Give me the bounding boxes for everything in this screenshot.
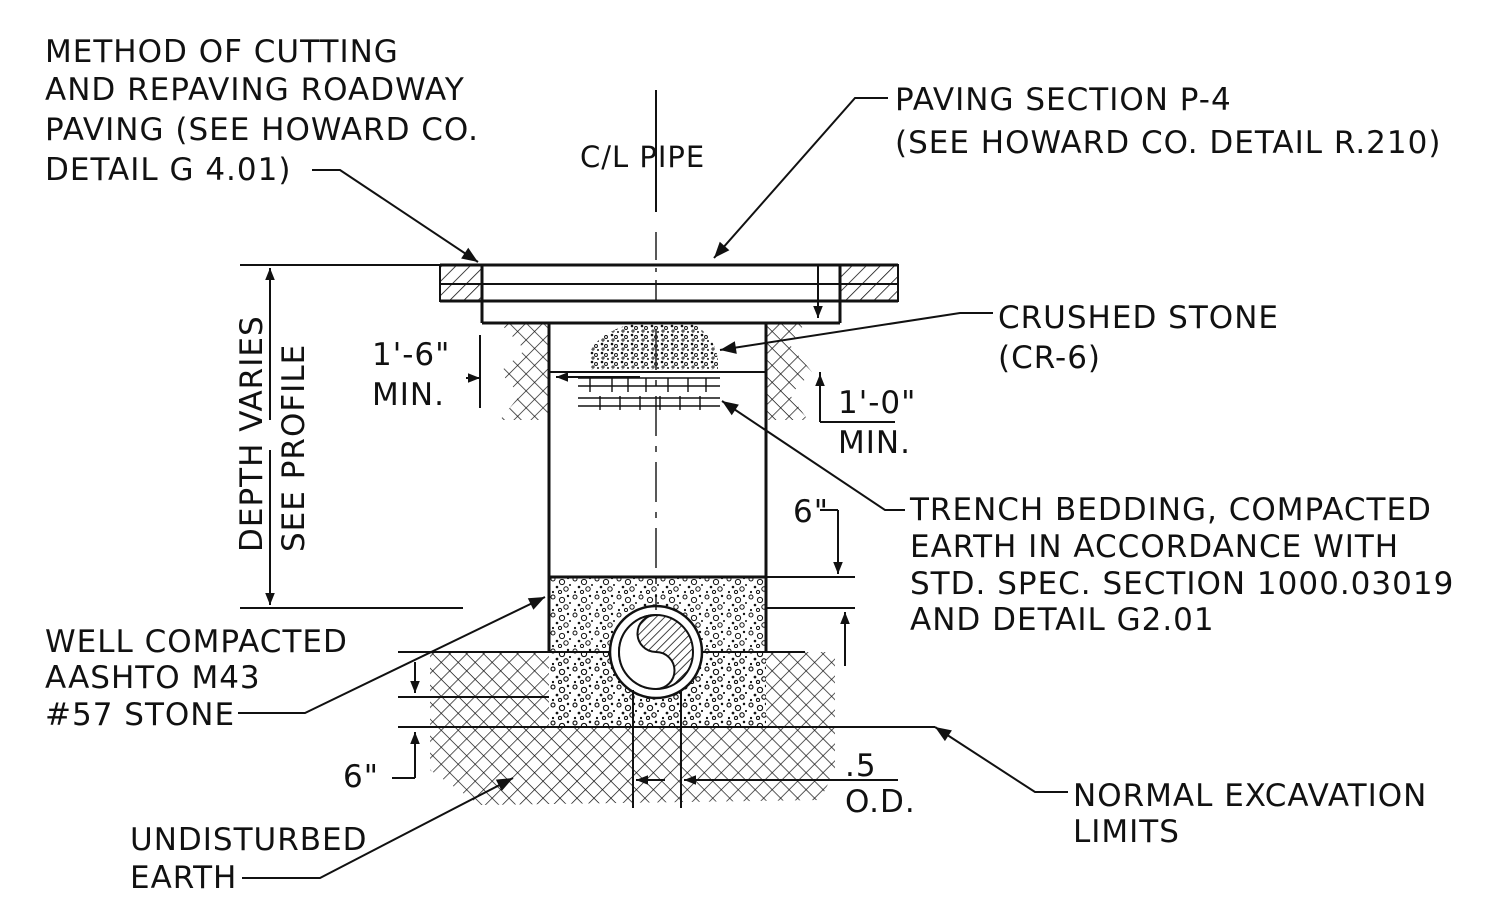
label-six-inch-bottom: 6" <box>343 759 379 795</box>
label-min-18-min: MIN. <box>372 377 445 413</box>
trench-bedding-band <box>549 371 895 423</box>
label-undisturbed-line-2: EARTH <box>130 860 237 896</box>
label-normal-line-1: NORMAL EXCAVATION <box>1073 778 1427 814</box>
label-cutting-line-3: PAVING (SEE HOWARD CO. <box>45 112 479 148</box>
label-bedding-line-1: TRENCH BEDDING, COMPACTED <box>909 492 1432 528</box>
label-undisturbed-line-1: UNDISTURBED <box>130 822 367 858</box>
crushed-stone-zone <box>590 322 718 370</box>
label-stone-line-2: (CR-6) <box>998 340 1101 376</box>
label-min-10-min: MIN. <box>838 425 911 461</box>
pipe <box>608 604 704 700</box>
label-centerline: C/L PIPE <box>580 140 705 174</box>
label-cutting-line-2: AND REPAVING ROADWAY <box>45 72 465 108</box>
label-od-denominator: O.D. <box>845 784 916 820</box>
six-inch-dims <box>392 509 850 779</box>
label-cutting-line-1: METHOD OF CUTTING <box>45 34 399 70</box>
label-six-inch-top: 6" <box>793 494 829 530</box>
label-bedding-line-2: EARTH IN ACCORDANCE WITH <box>910 529 1399 565</box>
leaders <box>238 97 1068 879</box>
depth-dimension <box>240 264 463 609</box>
od-dimension <box>632 690 898 808</box>
label-bedding-line-3: STD. SPEC. SECTION 1000.03019 <box>910 566 1454 602</box>
label-paving-line-2: (SEE HOWARD CO. DETAIL R.210) <box>895 125 1441 161</box>
labels: METHOD OF CUTTING AND REPAVING ROADWAY P… <box>45 34 1454 896</box>
label-well-line-1: WELL COMPACTED <box>45 624 348 660</box>
label-cutting-line-4: DETAIL G 4.01) <box>45 152 291 188</box>
label-depth-line-1: DEPTH VARIES <box>234 315 270 552</box>
label-min-18-value: 1'-6" <box>372 337 450 373</box>
label-well-line-2: AASHTO M43 <box>45 660 261 696</box>
label-min-10-value: 1'-0" <box>838 385 916 421</box>
label-normal-line-2: LIMITS <box>1073 814 1180 850</box>
label-od-numerator: .5 <box>845 748 877 784</box>
label-paving-line-1: PAVING SECTION P-4 <box>895 82 1232 118</box>
label-stone-line-1: CRUSHED STONE <box>998 300 1279 336</box>
label-well-line-3: #57 STONE <box>45 697 235 733</box>
label-bedding-line-4: AND DETAIL G2.01 <box>910 602 1215 638</box>
label-depth-line-2: SEE PROFILE <box>276 344 312 552</box>
pavement-section <box>439 263 899 325</box>
